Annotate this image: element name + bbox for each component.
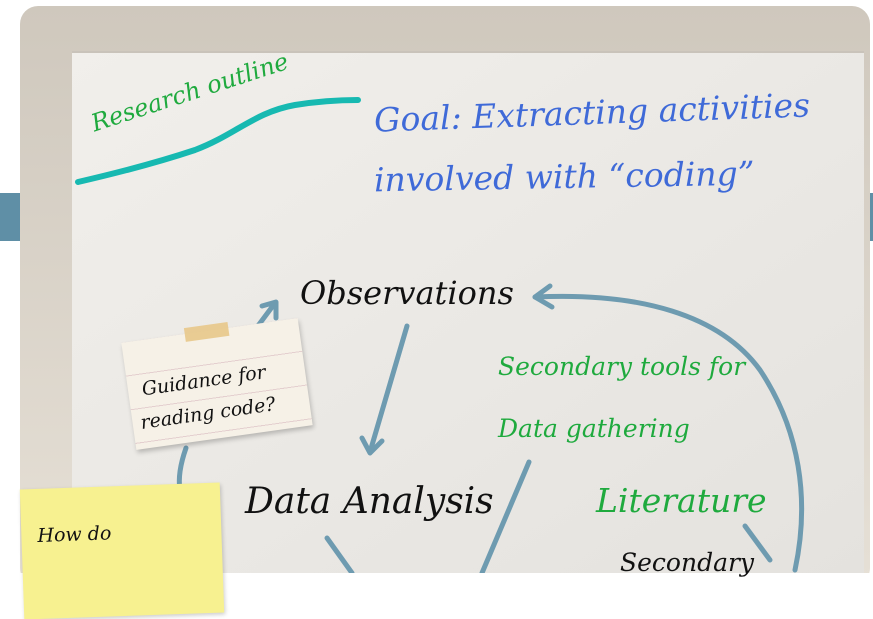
line-analysis-down-left (324, 535, 355, 573)
index-card-line-1: Guidance for (140, 361, 268, 401)
sticky-line-1: How do (37, 522, 112, 547)
secondary-tools-line-2: Data gathering (498, 414, 690, 443)
arrow-observations-to-analysis (367, 323, 410, 455)
arrowhead-analysis (359, 435, 385, 456)
observations-node: Observations (300, 274, 514, 312)
arrowhead-observations-left (259, 299, 279, 321)
index-card-line-2: reading code? (139, 393, 277, 434)
secondary-tools-line-1: Secondary tools for (498, 352, 746, 381)
line-tools-down (479, 459, 532, 573)
whiteboard-scene: Research outline Goal: Extracting activi… (0, 6, 873, 619)
data-analysis-node: Data Analysis (245, 481, 494, 522)
line-literature-down (742, 523, 773, 563)
secondary-partial-label: Secondary (620, 548, 755, 577)
arrow-loop-to-observations (532, 293, 805, 573)
arrowhead-observations-right (532, 283, 555, 310)
sticky-note: How do (19, 482, 225, 619)
goal-line-2: involved with “coding” (373, 153, 755, 200)
literature-node: Literature (596, 481, 767, 520)
teal-underline-stroke (75, 97, 361, 185)
